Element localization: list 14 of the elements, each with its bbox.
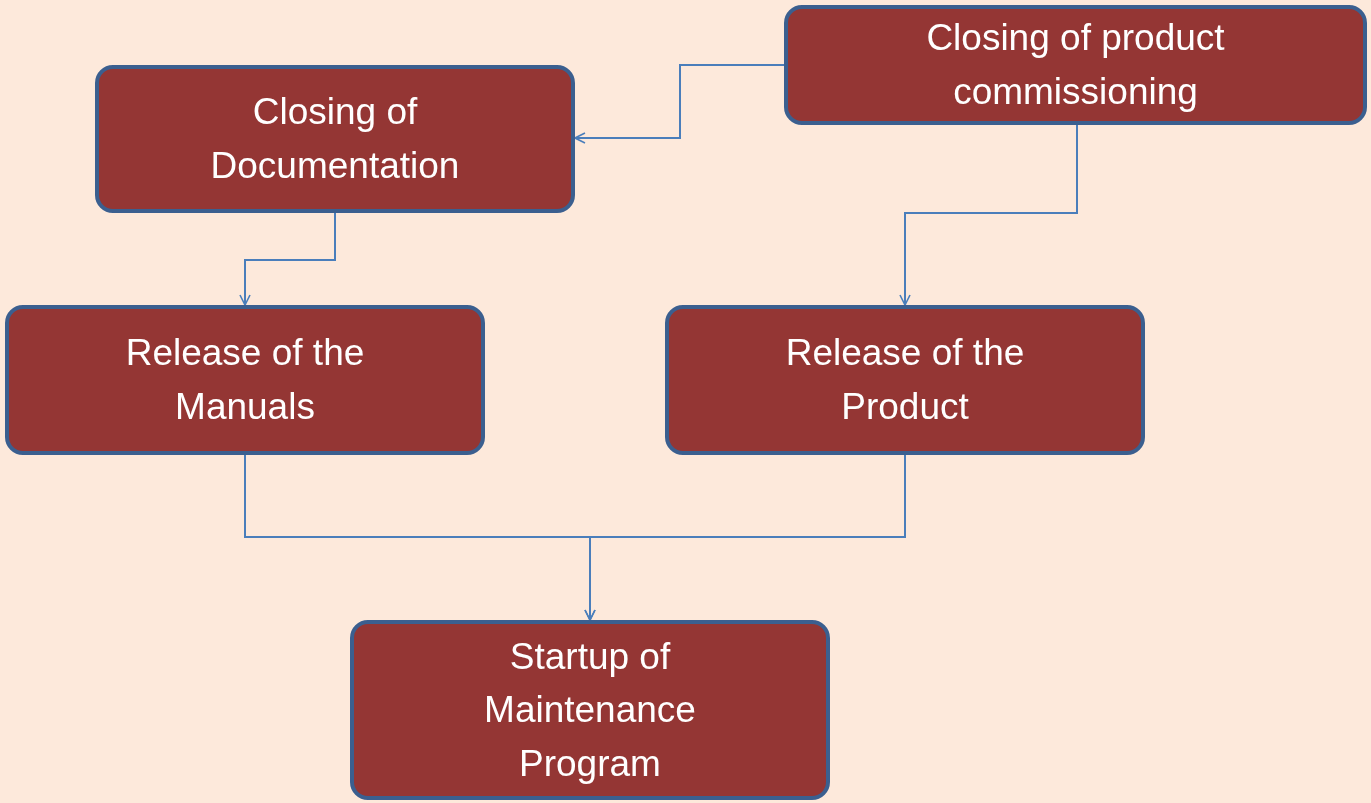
process-box [95, 65, 575, 213]
process-box [665, 305, 1145, 455]
connector-arrow [574, 64, 785, 144]
process-box [350, 620, 830, 800]
box-label: Release of the Manuals [124, 331, 366, 429]
process-box [784, 5, 1367, 125]
connector-arrow [584, 454, 906, 621]
box-label: Release of the Product [784, 331, 1026, 429]
connector-arrow [239, 212, 336, 306]
box-label: Closing of Documentation [209, 90, 461, 188]
box-label: Startup of Maintenance Program [483, 634, 697, 786]
connector-arrow [899, 124, 1078, 306]
process-box [5, 305, 485, 455]
box-label: Closing of product commissioning [925, 16, 1226, 114]
